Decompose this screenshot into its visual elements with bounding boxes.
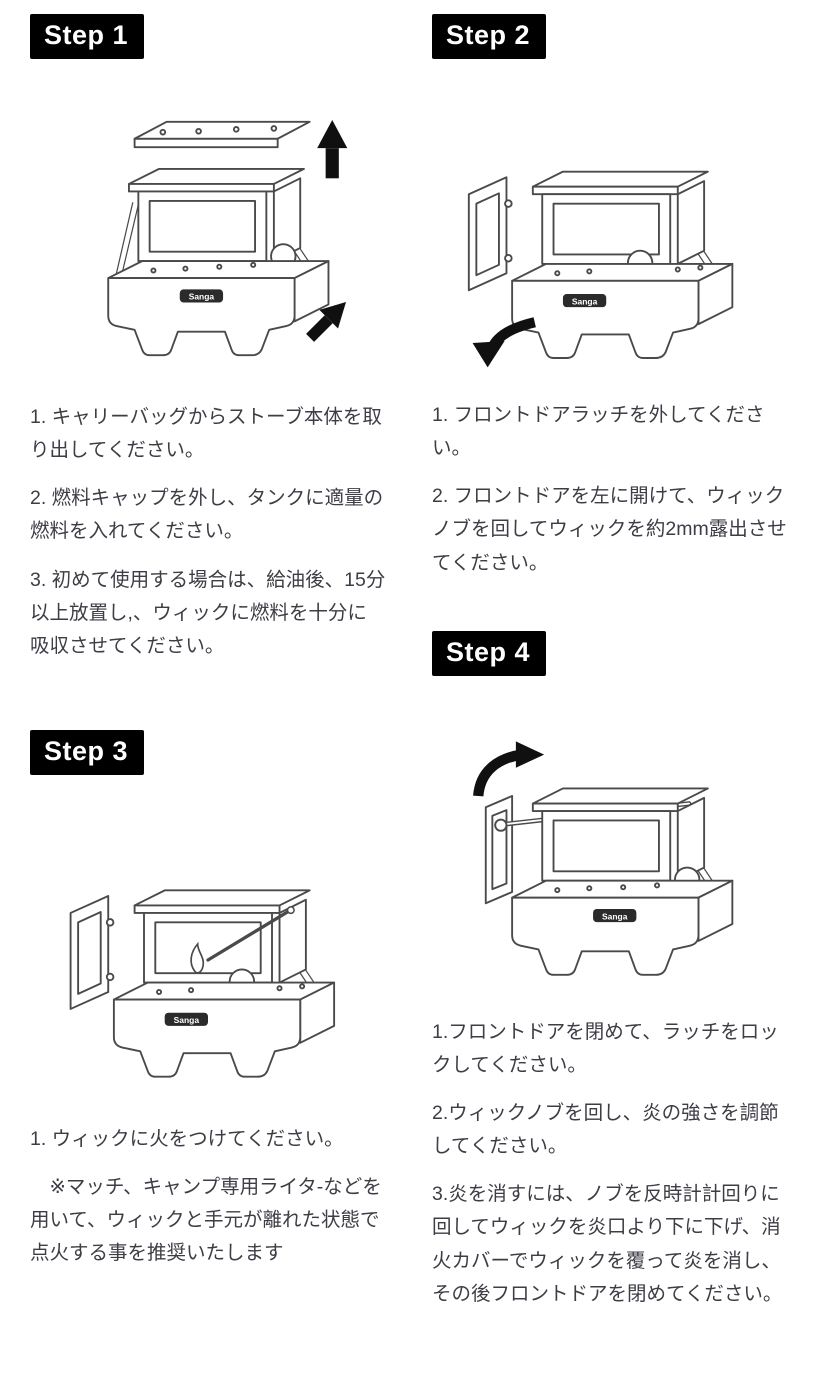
- right-column: Step 2: [432, 14, 788, 1364]
- insert-fuel-arrow-icon: [306, 301, 347, 342]
- step1-badge: Step 1: [30, 14, 145, 59]
- front-door-open: [467, 176, 513, 292]
- instruction: 3.炎を消すには、ノブを反時計計回りに回してウィックを炎口より下に下げ、消火カバ…: [432, 1183, 783, 1305]
- step3-illustration: Sanga: [30, 791, 386, 1097]
- svg-text:Sanga: Sanga: [174, 1015, 200, 1025]
- step4-illustration: Sanga: [432, 694, 788, 994]
- svg-text:Sanga: Sanga: [572, 296, 598, 306]
- svg-text:Sanga: Sanga: [189, 292, 215, 302]
- instruction: 1. フロントドアラッチを外してください。: [432, 404, 765, 460]
- left-column: Step 1: [30, 14, 386, 1364]
- instruction: 3. 初めて使用する場合は、給油後、15分以上放置し,、ウィックに燃料を十分に吸…: [30, 568, 386, 657]
- svg-text:Sanga: Sanga: [602, 911, 628, 921]
- instruction: 1. ウィックに火をつけてください。: [30, 1127, 344, 1150]
- step4-badge: Step 4: [432, 630, 547, 676]
- stove-door-close-view: Sanga: [473, 741, 734, 976]
- brand-logo: Sanga: [179, 289, 224, 303]
- stove-lighting-view: Sanga: [69, 889, 336, 1078]
- stove-exploded-view: Sanga: [107, 119, 348, 357]
- instruction: ※マッチ、キャンプ専用ライタ-などを用いて、ウィックと手元が離れた状態で点火する…: [30, 1176, 382, 1265]
- step3-badge: Step 3: [30, 729, 145, 775]
- instruction: 2. 燃料キャップを外し、タンクに適量の燃料を入れてください。: [30, 487, 384, 543]
- stove-door-open-view: Sanga: [467, 170, 734, 368]
- front-door-open: [69, 895, 115, 1010]
- step1-illustration: Sanga: [30, 83, 386, 379]
- brand-logo: Sanga: [164, 1012, 208, 1026]
- brand-logo: Sanga: [562, 294, 607, 308]
- instruction: 2.ウィックノブを回し、炎の強さを調節してください。: [432, 1101, 779, 1158]
- stove-body: Sanga: [107, 167, 330, 357]
- stove-body: Sanga: [112, 889, 336, 1078]
- step2-badge: Step 2: [432, 14, 547, 59]
- stove-body: Sanga: [511, 787, 734, 976]
- step2-illustration: Sanga: [432, 85, 788, 375]
- instruction: 1. キャリーバッグからストーブ本体を取り出してください。: [30, 406, 382, 462]
- stove-body: Sanga: [511, 170, 734, 359]
- match-stick: [206, 906, 295, 962]
- flame-icon: [190, 941, 205, 974]
- stove-top-plate: [133, 120, 311, 149]
- lift-up-arrow-icon: [317, 119, 348, 179]
- brand-logo: Sanga: [593, 908, 637, 922]
- instruction: 2. フロントドアを左に開けて、ウィックノブを回してウィックを約2mm露出させて…: [432, 485, 787, 574]
- instruction: 1.フロントドアを閉めて、ラッチをロックしてください。: [432, 1020, 779, 1076]
- front-door-closing: [484, 794, 514, 904]
- door-close-arrow-icon: [473, 741, 545, 797]
- door-open-arrow-icon: [472, 317, 536, 368]
